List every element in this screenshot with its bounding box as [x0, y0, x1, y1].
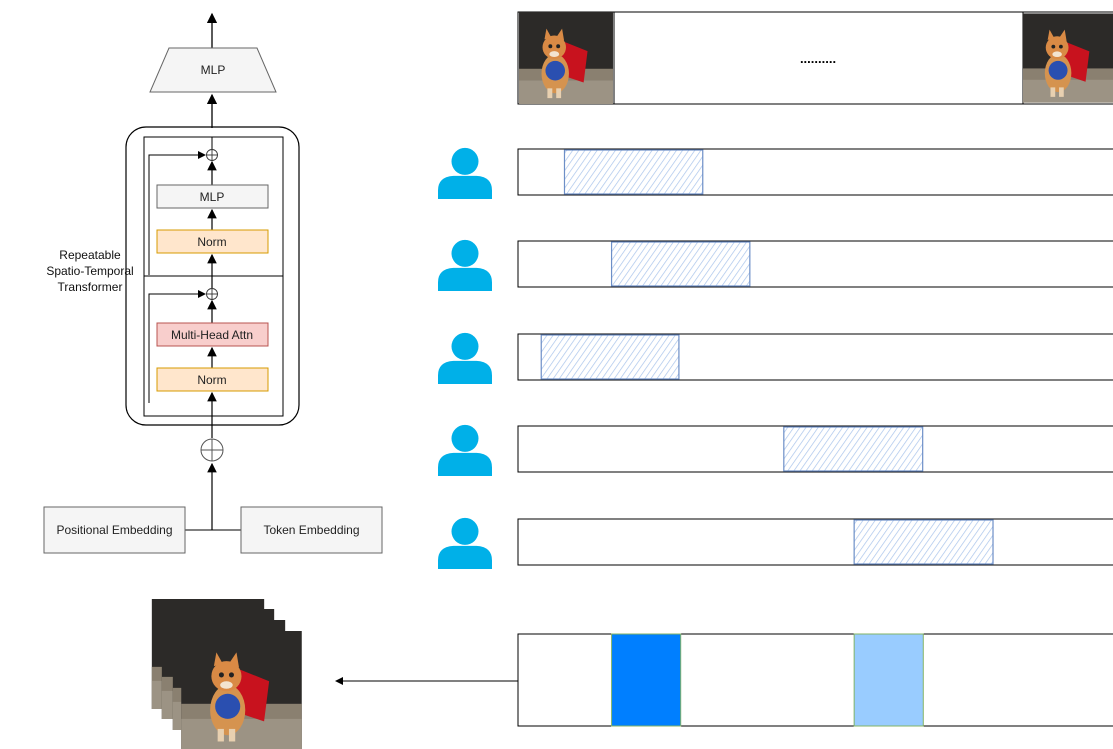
annotator-track-bar — [517, 240, 1113, 288]
annotated-segment — [853, 519, 994, 565]
norm-top-block: Norm — [156, 229, 269, 254]
residual-add-top — [206, 149, 218, 161]
annotator-person-icon — [438, 332, 492, 384]
attention-label: Multi-Head Attn — [171, 328, 253, 342]
annotator-person-icon — [438, 239, 492, 291]
annotated-segment — [540, 334, 680, 380]
embedding-sum-node — [200, 438, 224, 462]
side-label-line: Spatio-Temporal — [46, 264, 134, 278]
token-embedding-box: Token Embedding — [240, 506, 383, 554]
token-embedding-label: Token Embedding — [263, 523, 359, 537]
annotated-segment — [563, 149, 704, 195]
annotator-person-icon — [438, 517, 492, 569]
result-track — [517, 633, 1113, 727]
video-ellipsis: .......... — [800, 51, 836, 66]
inner-mlp-block: MLP — [156, 184, 269, 209]
side-label-line: Repeatable — [59, 248, 121, 262]
norm-bottom-block: Norm — [156, 367, 269, 392]
annotated-segment — [610, 241, 751, 287]
repeatable-transformer-label: Repeatable Spatio-Temporal Transformer — [30, 247, 150, 295]
video-strip: .......... — [517, 11, 1113, 105]
video-last-frame — [1023, 13, 1113, 103]
attention-block: Multi-Head Attn — [156, 322, 269, 347]
result-track-bar — [517, 633, 1113, 727]
residual-skip-top — [148, 151, 206, 275]
annotated-segment — [783, 426, 924, 472]
attention-sublayer-frame — [143, 275, 284, 417]
side-label-line: Transformer — [57, 280, 123, 294]
output-mlp-block: MLP — [149, 47, 277, 93]
residual-add-bottom — [206, 288, 218, 300]
norm-bottom-label: Norm — [197, 373, 226, 387]
output-mlp-label: MLP — [201, 63, 226, 77]
inner-mlp-label: MLP — [200, 190, 225, 204]
positional-embedding-label: Positional Embedding — [56, 523, 172, 537]
result-segment — [853, 633, 924, 727]
positional-embedding-box: Positional Embedding — [43, 506, 186, 554]
annotator-person-icon — [438, 424, 492, 476]
annotator-person-icon — [438, 147, 492, 199]
residual-skip-bottom — [148, 290, 206, 403]
annotator-tracks — [438, 147, 1113, 569]
annotator-track-bar — [517, 518, 1113, 566]
stacked-video-frames — [151, 599, 302, 749]
video-first-frame — [519, 12, 613, 104]
result-segment — [611, 633, 682, 727]
norm-top-label: Norm — [197, 235, 226, 249]
